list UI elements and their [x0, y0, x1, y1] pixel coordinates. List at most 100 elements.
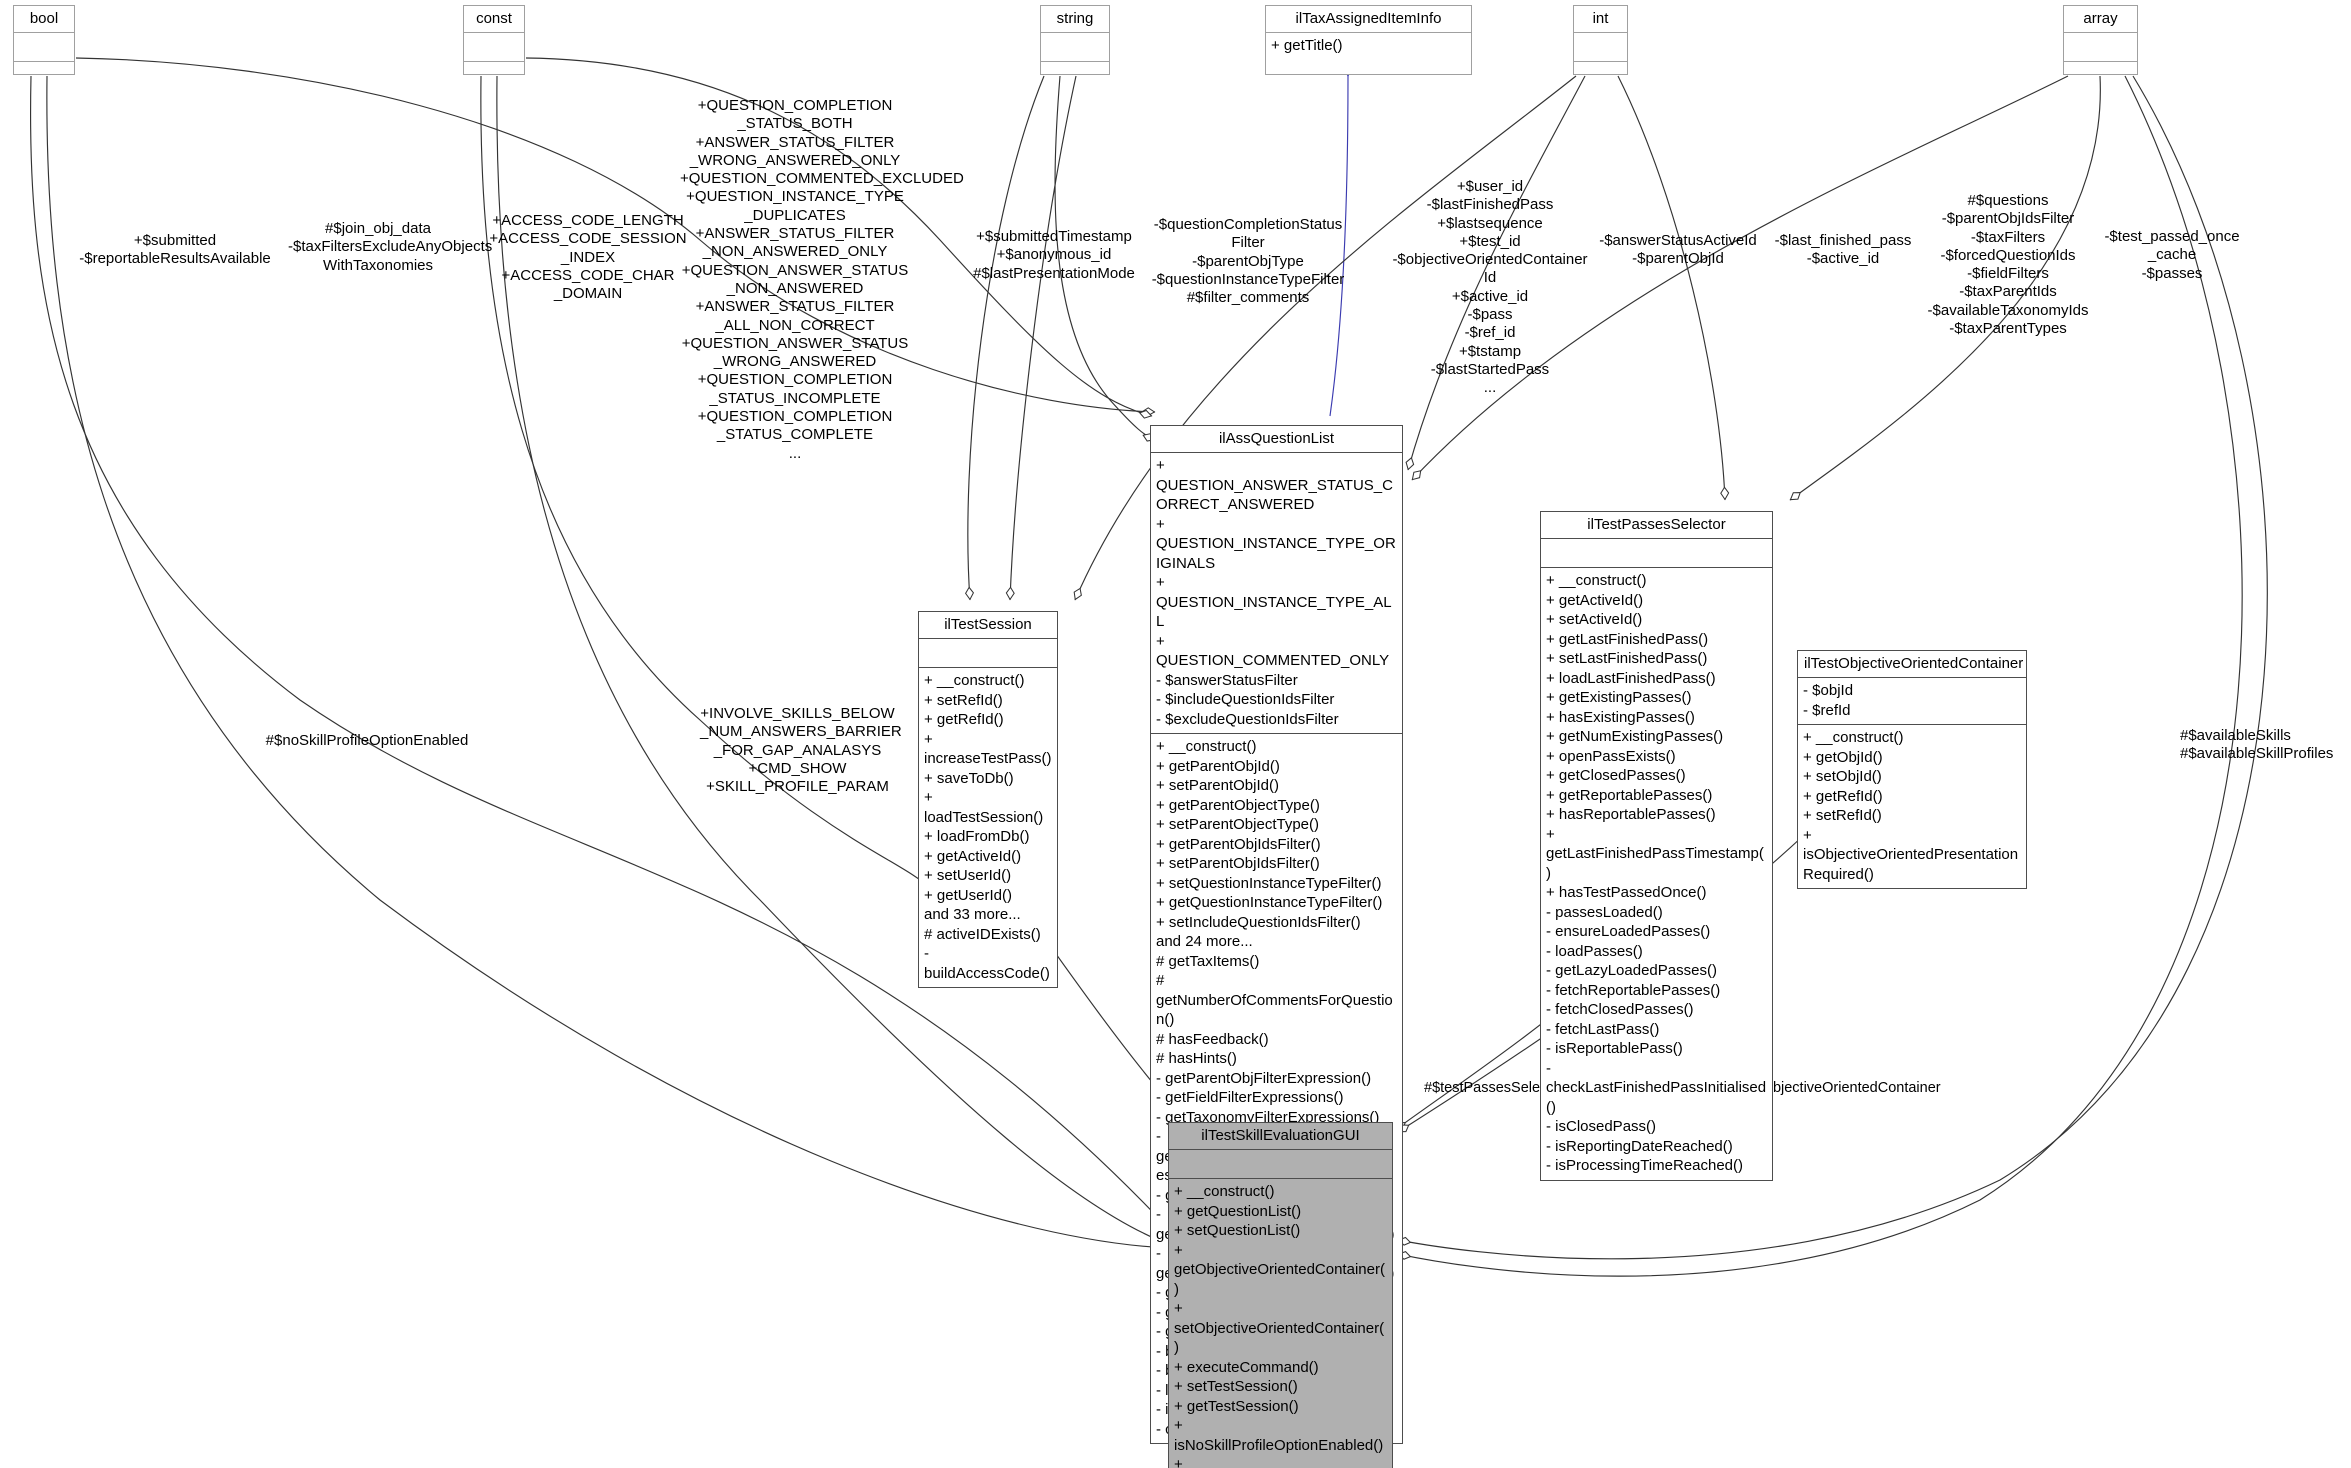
member-row: - checkLastFinishedPassInitialised() [1546, 1059, 1767, 1116]
member-row: + __construct() [1803, 729, 1904, 747]
class-box-iltestpassesselector[interactable]: ilTestPassesSelector + __construct()+ ge… [1540, 511, 1773, 1181]
member-row: + setObjectiveOrientedContainer() [1174, 1300, 1385, 1357]
class-attributes [14, 33, 74, 63]
edge-label-bool-attrs: +$submitted -$reportableResultsAvailable [79, 232, 271, 268]
edge-label-const-skillevaluation: +INVOLVE_SKILLS_BELOW _NUM_ANSWERS_BARRI… [700, 705, 902, 796]
class-box-bool[interactable]: bool [13, 5, 75, 75]
class-box-array[interactable]: array [2063, 5, 2138, 75]
member-row: - buildAccessCode() [924, 945, 1050, 982]
class-name: ilTestSkillEvaluationGUI [1169, 1123, 1392, 1151]
class-operations [14, 62, 74, 90]
class-attributes [1574, 33, 1627, 63]
edge-label-assoc-oocontainer: -$objectiveOrientedContainer [1752, 1080, 1941, 1096]
member-row: + QUESTION_ANSWER_STATUS_CORRECT_ANSWERE… [1156, 457, 1393, 514]
member-row: + __construct() [924, 672, 1025, 690]
edge-label-array-questionlist: #$questions -$parentObjIdsFilter -$taxFi… [1927, 192, 2089, 338]
member-row: + getQuestionInstanceTypeFilter() [1156, 894, 1383, 912]
member-row: + setParentObjIdsFilter() [1156, 855, 1320, 873]
edge-label-const-accesscode: +ACCESS_CODE_LENGTH +ACCESS_CODE_SESSION… [489, 212, 687, 303]
member-row: - isReportablePass() [1546, 1040, 1683, 1058]
class-operations: + getTitle() [1266, 33, 1471, 60]
member-row: - getParentObjFilterExpression() [1156, 1069, 1372, 1087]
class-name: ilTestSession [919, 612, 1057, 640]
edge-label-bool-joinobjdata: #$join_obj_data -$taxFiltersExcludeAnyOb… [288, 220, 493, 274]
member-row: + setObjId() [1803, 768, 1882, 786]
edge-label-const-questionstatus: +QUESTION_COMPLETION _STATUS_BOTH +ANSWE… [680, 97, 964, 462]
member-row: - isProcessingTimeReached() [1546, 1157, 1744, 1175]
member-row: - $excludeQuestionIdsFilter [1156, 710, 1339, 728]
member-row: + setIncludeQuestionIdsFilter() [1156, 913, 1361, 931]
class-box-string[interactable]: string [1040, 5, 1110, 75]
member-row: + getClosedPasses() [1546, 767, 1686, 785]
edge-label-int-passesselector: -$last_finished_pass -$active_id [1774, 232, 1912, 268]
member-row: - ensureLoadedPasses() [1546, 923, 1711, 941]
class-attributes [1541, 539, 1772, 569]
class-box-iltestobjectiveorientedcontainer[interactable]: ilTestObjectiveOrientedContainer - $objI… [1797, 650, 2027, 890]
class-name: ilTestPassesSelector [1541, 512, 1772, 540]
member-row: + setQuestionInstanceTypeFilter() [1156, 874, 1382, 892]
class-operations: + __construct()+ setRefId()+ getRefId()+… [919, 668, 1057, 987]
member-row: + getLastFinishedPass() [1546, 630, 1709, 648]
class-box-iltaxassigneditteminfo[interactable]: ilTaxAssignedItemInfo + getTitle() [1265, 5, 1472, 75]
member-row: # hasHints() [1156, 1050, 1237, 1068]
member-row: + saveToDb() [924, 769, 1014, 787]
member-row: + increaseTestPass() [924, 730, 1052, 768]
member-row: + hasExistingPasses() [1546, 708, 1695, 726]
member-row: + getExistingPasses() [1546, 689, 1692, 707]
member-row: - getLazyLoadedPasses() [1546, 962, 1717, 980]
class-name: array [2064, 6, 2137, 34]
member-row: + getActiveId() [924, 847, 1022, 865]
member-row: + getQuestionList() [1174, 1202, 1302, 1220]
member-row: + isNoSkillProfileOptionEnabled() [1174, 1417, 1384, 1454]
member-row: + QUESTION_INSTANCE_TYPE_ALL [1156, 574, 1392, 631]
member-row: - isClosedPass() [1546, 1118, 1657, 1136]
class-name: bool [14, 6, 74, 34]
member-row: - fetchReportablePasses() [1546, 981, 1721, 999]
member-row: # activeIDExists() [924, 925, 1041, 943]
operation-row: + getTitle() [1271, 37, 1343, 55]
class-attributes [1041, 33, 1109, 63]
member-row: - getFieldFilterExpressions() [1156, 1089, 1344, 1107]
member-row: - isReportingDateReached() [1546, 1137, 1733, 1155]
member-row: + hasReportablePasses() [1546, 806, 1716, 824]
member-row: + setQuestionList() [1174, 1222, 1301, 1240]
class-attributes [919, 639, 1057, 669]
member-row: + setParentObjId() [1156, 777, 1279, 795]
class-operations: + __construct()+ getQuestionList()+ setQ… [1169, 1179, 1392, 1468]
edge-label-array-passes: -$test_passed_once _cache -$passes [2104, 228, 2240, 282]
member-row: + isObjectiveOrientedPresentationRequire… [1803, 826, 2019, 883]
class-box-int[interactable]: int [1573, 5, 1628, 75]
class-name: string [1041, 6, 1109, 34]
class-name: const [464, 6, 524, 34]
member-row: + setRefId() [924, 691, 1003, 709]
edge-label-int-questionlist: -$answerStatusActiveId -$parentObjId [1599, 232, 1757, 268]
class-box-iltestskillevaluationgui[interactable]: ilTestSkillEvaluationGUI + __construct()… [1168, 1122, 1393, 1468]
member-row: + hasTestPassedOnce() [1546, 884, 1707, 902]
edge-label-string-session: +$submittedTimestamp +$anonymous_id #$la… [973, 228, 1135, 282]
member-row: + setUserId() [924, 867, 1012, 885]
member-row: + getObjId() [1803, 748, 1883, 766]
member-row: + getParentObjId() [1156, 757, 1280, 775]
member-row: and 24 more... [1156, 933, 1253, 951]
member-row: + setNoSkillProfileOptionEnabled() [1174, 1456, 1183, 1468]
edge-label-array-availableskills: #$availableSkills #$availableSkillProfil… [2180, 727, 2334, 763]
class-operations [2064, 62, 2137, 90]
class-box-const[interactable]: const [463, 5, 525, 75]
member-row: + loadTestSession() [924, 789, 1044, 826]
member-row: - $answerStatusFilter [1156, 671, 1298, 689]
member-row: - passesLoaded() [1546, 903, 1663, 921]
member-row: + __construct() [1546, 572, 1647, 590]
member-row: + getRefId() [1803, 787, 1883, 805]
member-row: + __construct() [1156, 738, 1257, 756]
class-box-iltestsession[interactable]: ilTestSession + __construct()+ setRefId(… [918, 611, 1058, 989]
member-row: - fetchClosedPasses() [1546, 1001, 1694, 1019]
member-row: + getObjectiveOrientedContainer() [1174, 1241, 1385, 1298]
class-attributes [1169, 1150, 1392, 1180]
member-row: - $includeQuestionIdsFilter [1156, 691, 1335, 709]
member-row: + getActiveId() [1546, 591, 1644, 609]
member-row: + setParentObjectType() [1156, 816, 1319, 834]
member-row: # hasFeedback() [1156, 1030, 1269, 1048]
member-row: + openPassExists() [1546, 747, 1676, 765]
edge-label-int-session: +$user_id -$lastFinishedPass +$lastseque… [1392, 178, 1588, 397]
